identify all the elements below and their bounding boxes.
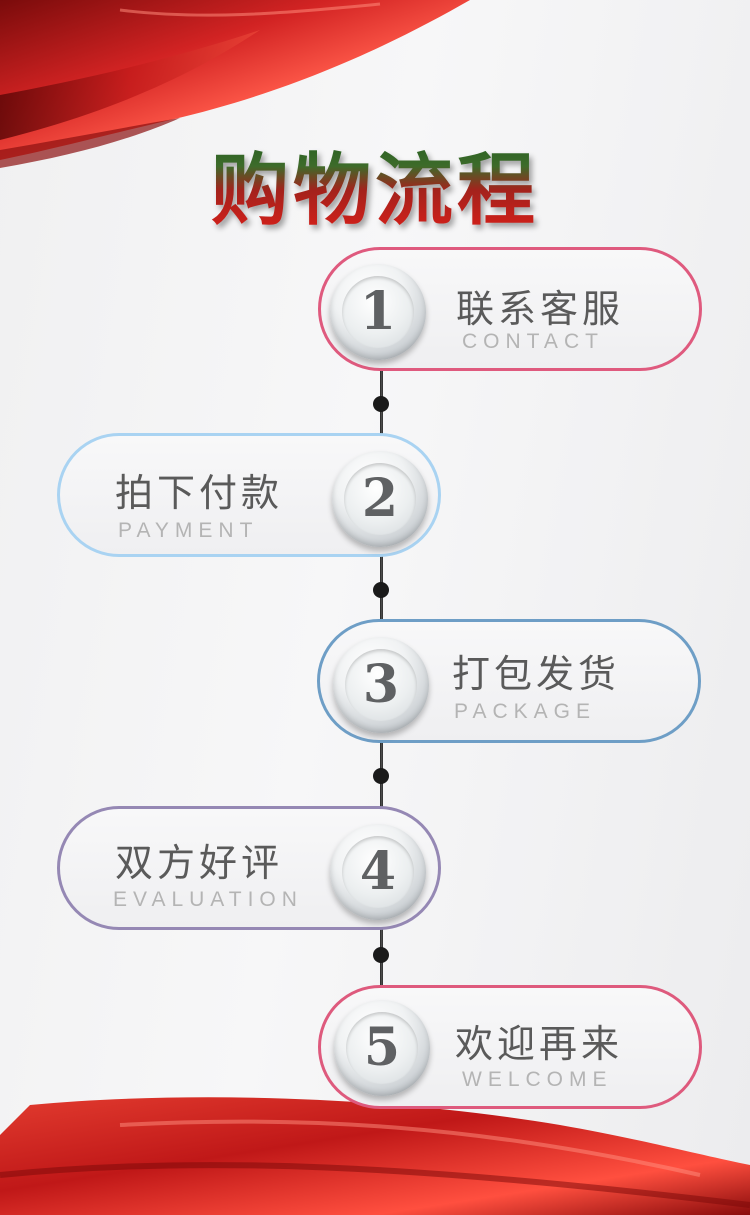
step-number: 2 — [361, 468, 399, 529]
step-title-en: WELCOME — [462, 1068, 613, 1091]
step-number-badge: 3 — [333, 637, 429, 733]
step-number: 3 — [362, 654, 400, 715]
step-title-cn: 欢迎再来 — [455, 1022, 624, 1066]
page-title: 购物流程 — [0, 128, 750, 236]
step-title-en: CONTACT — [462, 330, 604, 353]
step-title-en: EVALUATION — [113, 888, 303, 911]
step-title-en: PACKAGE — [454, 700, 596, 723]
step-title-cn: 打包发货 — [452, 652, 621, 696]
step-title-en: PAYMENT — [118, 519, 259, 542]
step-number-badge: 1 — [330, 264, 426, 360]
step-number: 1 — [359, 281, 397, 342]
timeline-dot — [373, 396, 389, 412]
step-number: 4 — [359, 841, 397, 902]
red-ribbon-bottom-decoration — [0, 1097, 750, 1215]
red-ribbon-top-decoration — [0, 0, 470, 168]
timeline-dot — [373, 768, 389, 784]
timeline-dot — [373, 582, 389, 598]
timeline-dot — [373, 947, 389, 963]
step-number-badge: 5 — [334, 1000, 430, 1096]
step-title-cn: 双方好评 — [115, 841, 284, 885]
step-number-badge: 4 — [330, 824, 426, 920]
step-number: 5 — [363, 1017, 401, 1078]
step-title-cn: 拍下付款 — [115, 471, 284, 515]
step-number-badge: 2 — [332, 451, 428, 547]
step-title-cn: 联系客服 — [456, 287, 625, 331]
